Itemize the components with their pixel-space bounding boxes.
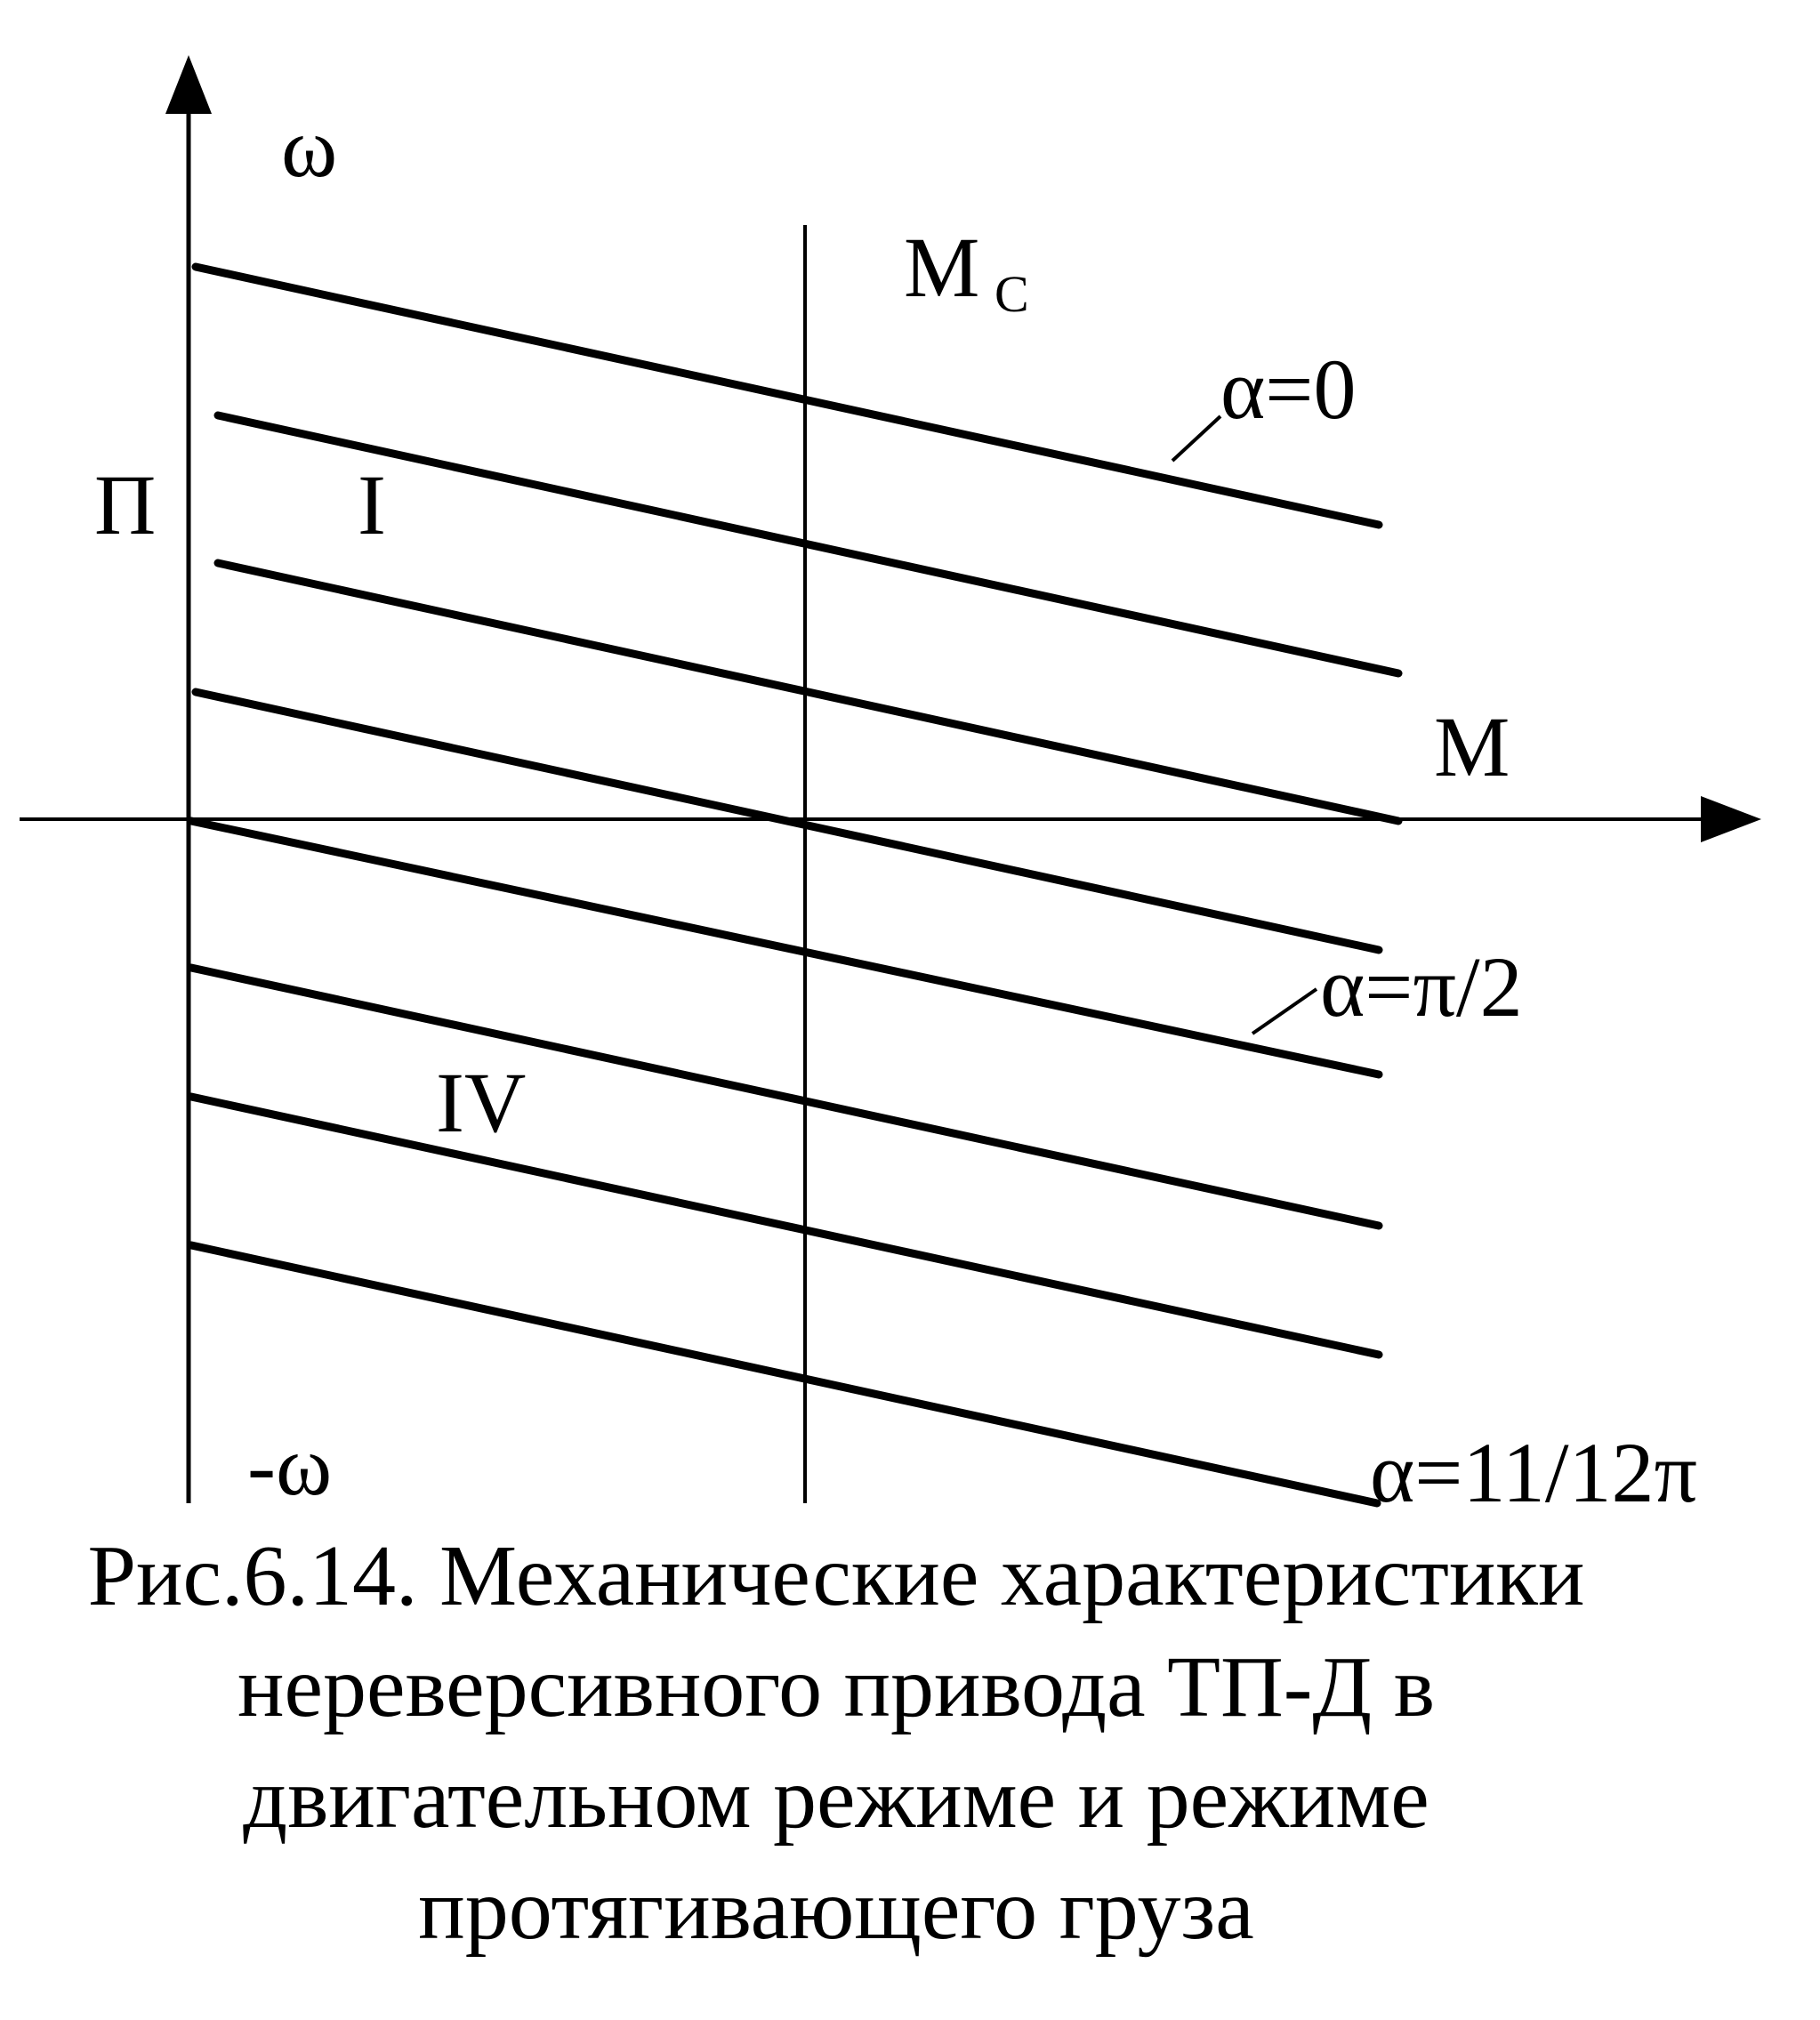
caption-line-4: протягивающего груза: [418, 1862, 1254, 1958]
alpha-0-leader: [1171, 414, 1222, 463]
quadrant-4-label: IV: [436, 1055, 526, 1150]
quadrant-2-label: П: [94, 457, 156, 552]
figure-caption: Рис.6.14. Механические характеристики не…: [0, 1521, 1672, 1966]
characteristic-line-3: [213, 559, 1403, 825]
omega-label: ω: [281, 100, 337, 195]
neg-omega-label: -ω: [247, 1418, 332, 1513]
characteristic-line-2: [213, 411, 1403, 678]
caption-line-2: нереверсивного привода ТП-Д в: [238, 1639, 1435, 1735]
characteristic-line-6: [187, 963, 1383, 1230]
static-torque-subscript: C: [995, 265, 1029, 323]
alpha-half-pi-label: α=π/2: [1320, 939, 1523, 1034]
characteristic-alpha-11-12-pi: [187, 1241, 1381, 1508]
caption-line-1: Рис.6.14. Механические характеристики: [87, 1528, 1585, 1624]
characteristic-line-7: [187, 1092, 1383, 1359]
characteristic-lines: [187, 262, 1403, 1508]
alpha-0-label: α=0: [1220, 342, 1356, 437]
torque-axis-label: M: [1434, 699, 1510, 794]
omega-axis-arrowhead: [165, 55, 212, 114]
quadrant-1-label: I: [358, 457, 386, 552]
alpha-half-pi-leader: [1251, 987, 1318, 1035]
caption-line-3: двигательном режиме и режиме: [243, 1750, 1429, 1847]
alpha-11-12-pi-label: α=11/12π: [1370, 1425, 1697, 1520]
torque-axis-arrowhead: [1701, 796, 1761, 842]
characteristic-alpha-0: [191, 262, 1383, 529]
static-torque-label: M: [904, 220, 979, 315]
characteristic-alpha-half-pi: [187, 817, 1383, 1079]
characteristic-line-4: [191, 688, 1383, 954]
